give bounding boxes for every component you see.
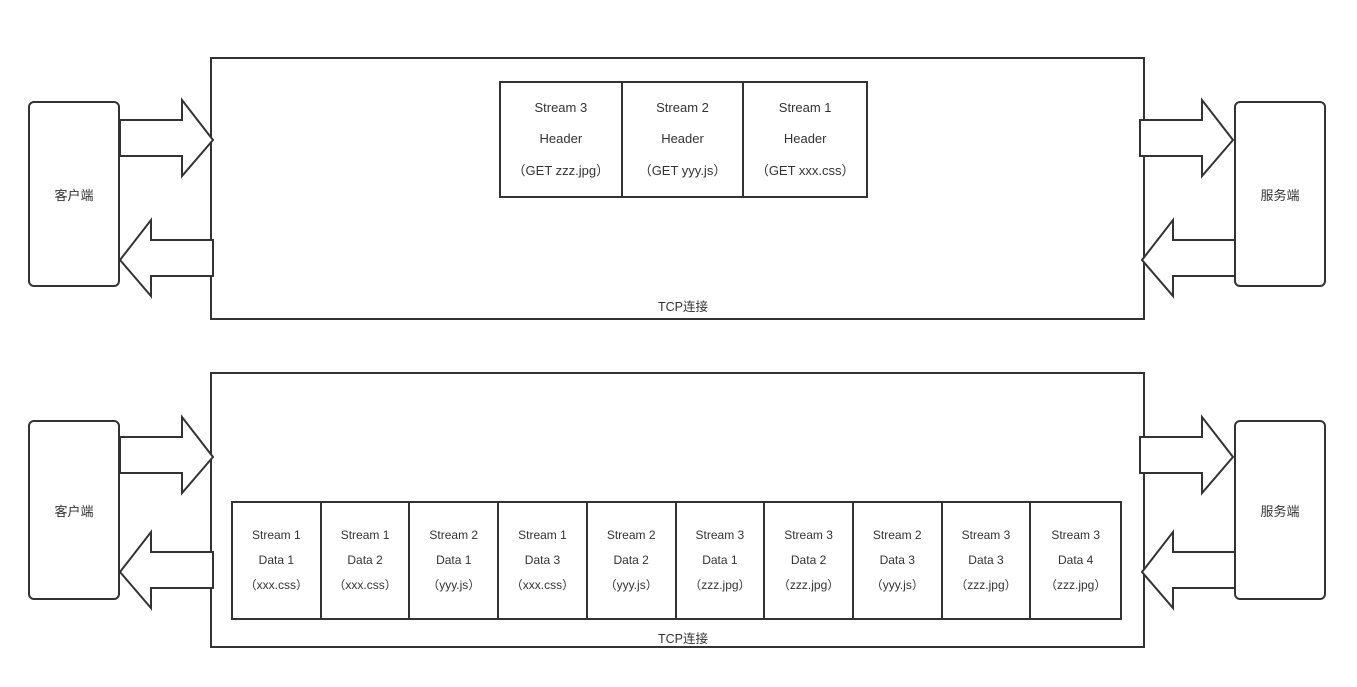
arrow-top-connection-to-server [1139, 97, 1235, 179]
frame-stream-label: Stream 3 [961, 527, 1011, 542]
frame-stream-label: Stream 2 [429, 527, 479, 542]
frame-resource-label: （GET yyy.js） [638, 162, 727, 178]
frame-kind-label: Data 2 [347, 552, 383, 567]
frame-cell: Stream 2 Header （GET yyy.js） [622, 83, 745, 196]
bottom-tcp-connection-label: TCP连接 [657, 632, 709, 646]
arrow-top-client-to-connection [119, 97, 215, 179]
top-server-box: 服务端 [1234, 101, 1326, 287]
frame-stream-label: Stream 3 [534, 100, 588, 116]
bottom-client-box: 客户端 [28, 420, 120, 600]
frame-stream-label: Stream 2 [872, 527, 922, 542]
frame-kind-label: Data 4 [1057, 552, 1094, 567]
frame-resource-label: （yyy.js） [604, 578, 658, 593]
frame-kind-label: Data 1 [702, 552, 738, 567]
frame-cell: Stream 2 Data 2 （yyy.js） [587, 503, 677, 618]
top-tcp-connection-label: TCP连接 [657, 300, 709, 314]
arrow-bottom-server-to-connection [1140, 529, 1236, 611]
frame-kind-label: Data 1 [258, 552, 295, 567]
arrow-top-server-to-connection [1140, 217, 1236, 299]
frame-kind-label: Data 3 [968, 552, 1004, 567]
frame-resource-label: （GET xxx.css） [755, 162, 855, 178]
bottom-data-frame-row: Stream 1 Data 1 （xxx.css） Stream 1 Data … [231, 501, 1122, 620]
frame-kind-label: Header [539, 131, 583, 147]
top-client-box: 客户端 [28, 101, 120, 287]
frame-cell: Stream 1 Data 1 （xxx.css） [233, 503, 322, 618]
frame-stream-label: Stream 1 [778, 100, 832, 116]
frame-resource-label: （yyy.js） [870, 578, 924, 593]
frame-kind-label: Data 2 [613, 552, 649, 567]
frame-resource-label: （zzz.jpg） [955, 578, 1017, 593]
frame-cell: Stream 3 Data 3 （zzz.jpg） [942, 503, 1032, 618]
frame-stream-label: Stream 3 [695, 527, 745, 542]
frame-stream-label: Stream 3 [784, 527, 833, 542]
frame-kind-label: Header [783, 131, 827, 147]
frame-kind-label: Header [661, 131, 704, 147]
bottom-server-box: 服务端 [1234, 420, 1326, 600]
frame-kind-label: Data 1 [436, 552, 472, 567]
arrow-bottom-connection-to-client [118, 529, 214, 611]
top-server-label: 服务端 [1260, 187, 1300, 203]
frame-stream-label: Stream 1 [340, 527, 390, 542]
frame-cell: Stream 3 Data 2 （zzz.jpg） [765, 503, 854, 618]
arrow-bottom-connection-to-server [1139, 414, 1235, 496]
frame-cell: Stream 1 Data 2 （xxx.css） [321, 503, 411, 618]
frame-cell: Stream 1 Header （GET xxx.css） [744, 83, 866, 196]
frame-stream-label: Stream 2 [606, 527, 656, 542]
frame-cell: Stream 1 Data 3 （xxx.css） [499, 503, 588, 618]
arrow-bottom-client-to-connection [119, 414, 215, 496]
arrow-top-connection-to-client [118, 217, 214, 299]
frame-cell: Stream 3 Header （GET zzz.jpg） [501, 83, 623, 196]
frame-stream-label: Stream 1 [518, 527, 567, 542]
frame-resource-label: （yyy.js） [427, 578, 481, 593]
frame-resource-label: （xxx.css） [510, 578, 575, 593]
frame-resource-label: （xxx.css） [244, 578, 309, 593]
frame-kind-label: Data 3 [524, 552, 561, 567]
frame-cell: Stream 3 Data 1 （zzz.jpg） [676, 503, 766, 618]
frame-cell: Stream 2 Data 3 （yyy.js） [853, 503, 943, 618]
frame-resource-label: （zzz.jpg） [777, 578, 840, 593]
top-client-label: 客户端 [54, 187, 94, 203]
frame-kind-label: Data 2 [790, 552, 827, 567]
top-header-frame-row: Stream 3 Header （GET zzz.jpg） Stream 2 H… [499, 81, 868, 198]
bottom-server-label: 服务端 [1260, 503, 1300, 519]
bottom-client-label: 客户端 [54, 503, 94, 519]
frame-cell: Stream 2 Data 1 （yyy.js） [410, 503, 500, 618]
frame-resource-label: （zzz.jpg） [689, 578, 751, 593]
frame-kind-label: Data 3 [879, 552, 915, 567]
frame-resource-label: （xxx.css） [333, 578, 397, 593]
frame-resource-label: （GET zzz.jpg） [512, 162, 610, 178]
frame-stream-label: Stream 1 [252, 527, 301, 542]
frame-stream-label: Stream 3 [1051, 527, 1101, 542]
frame-stream-label: Stream 2 [656, 100, 709, 116]
frame-resource-label: （zzz.jpg） [1044, 578, 1107, 593]
frame-cell: Stream 3 Data 4 （zzz.jpg） [1031, 503, 1121, 618]
